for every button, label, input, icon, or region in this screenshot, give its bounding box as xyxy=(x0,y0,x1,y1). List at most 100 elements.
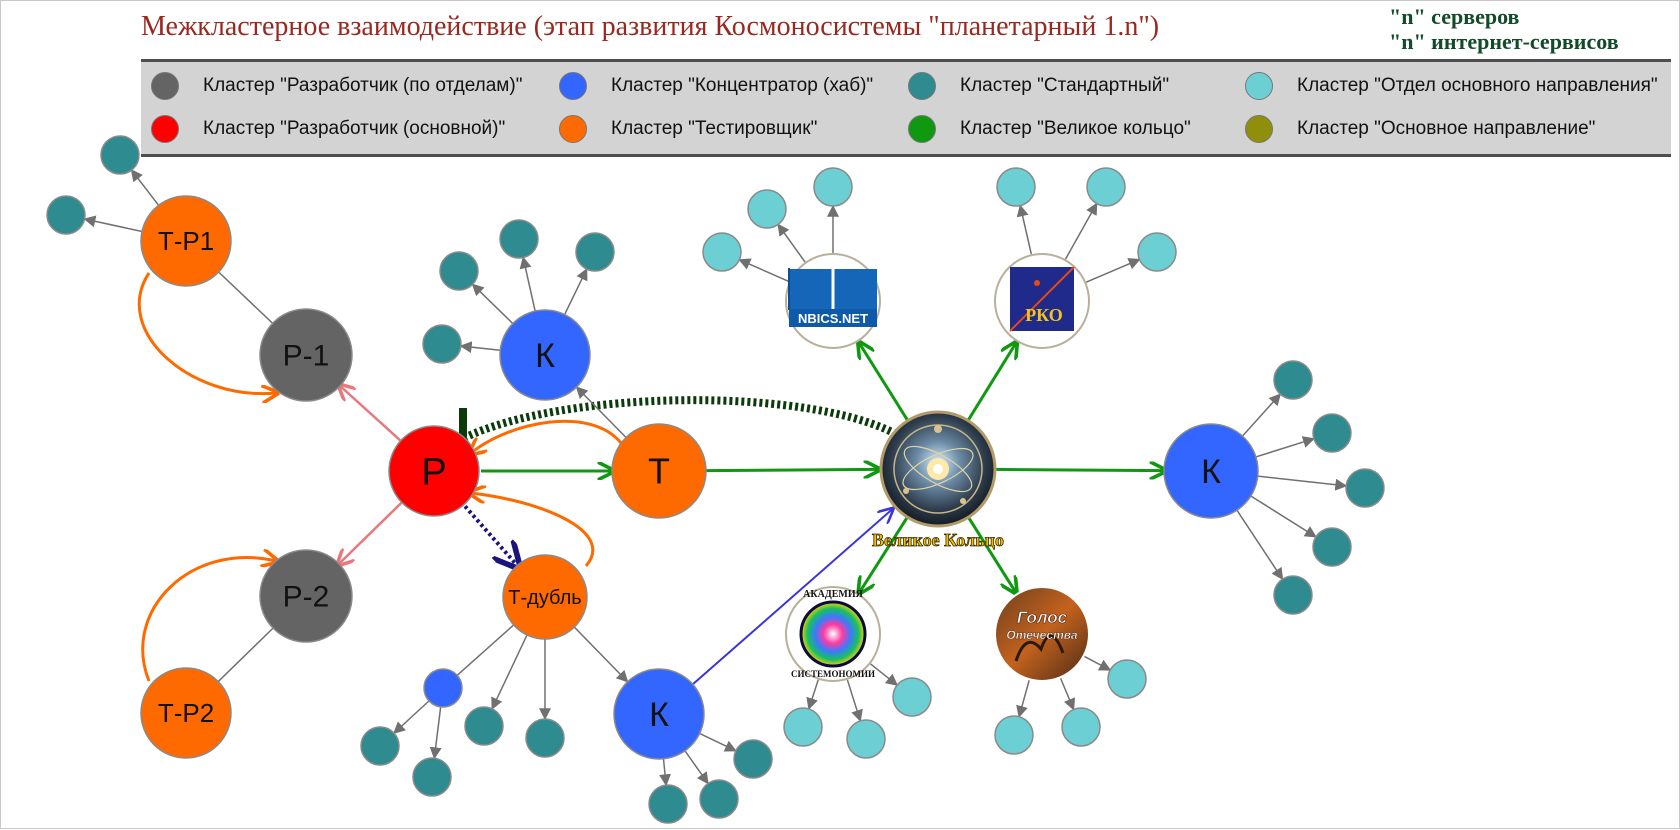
standard-cluster-node[interactable] xyxy=(1345,468,1385,508)
main-direction-dept-node[interactable] xyxy=(846,719,886,759)
tester-node-tp1-label: Т-Р1 xyxy=(158,226,214,256)
standard-cluster-node[interactable] xyxy=(575,232,615,272)
developer-dept-node-p1-label: Р-1 xyxy=(283,340,330,373)
legend-label: Кластер "Тестировщик" xyxy=(611,118,818,139)
tester-node-t-label: Т xyxy=(648,451,670,492)
main-direction-dept-node[interactable] xyxy=(1086,167,1126,207)
edge-p-p2 xyxy=(339,501,403,563)
edge-tp1-std2 xyxy=(83,215,143,233)
edge-kright-std5 xyxy=(1236,509,1284,581)
standard-cluster-node[interactable] xyxy=(412,757,452,797)
edge-kright-std1 xyxy=(1241,393,1282,437)
standard-cluster-node[interactable] xyxy=(422,324,462,364)
standard-cluster-node[interactable] xyxy=(648,784,688,824)
golos-logo-text-2: Отечества xyxy=(1006,628,1077,642)
edge-tdouble-small xyxy=(456,624,515,676)
hub-node-k-right[interactable]: К xyxy=(1163,423,1259,519)
legend-swatch xyxy=(908,115,936,143)
great-ring-node[interactable] xyxy=(879,410,997,528)
golos-logo-text-1: Голос xyxy=(1017,608,1068,627)
rko-logo-text: РКО xyxy=(1025,305,1063,325)
standard-cluster-node[interactable] xyxy=(360,726,400,766)
main-direction-dept-node[interactable] xyxy=(747,189,787,229)
tester-node-t[interactable]: Т xyxy=(611,423,707,519)
servers-count-label: "n" серверов xyxy=(1389,4,1520,29)
edge-p2-tp2 xyxy=(217,627,274,683)
dashed-end-marker xyxy=(459,408,467,438)
academy-logo-text-bottom: СИСТЕМОНОМИИ xyxy=(791,669,875,679)
academy-logo-node[interactable]: АКАДЕМИЯ СИСТЕМОНОМИИ xyxy=(785,586,881,682)
main-direction-dept-node[interactable] xyxy=(996,167,1036,207)
developer-dept-node-p2-label: Р-2 xyxy=(283,581,330,614)
main-direction-dept-node[interactable] xyxy=(994,715,1034,755)
hub-node-k-right-label: К xyxy=(1201,453,1221,491)
hub-node-k-top[interactable]: К xyxy=(499,309,591,401)
standard-cluster-node[interactable] xyxy=(1273,575,1313,615)
standard-cluster-node[interactable] xyxy=(1312,527,1352,567)
golos-logo-node[interactable]: Голос Отечества xyxy=(994,586,1090,682)
standard-cluster-node[interactable] xyxy=(1273,360,1313,400)
standard-cluster-node[interactable] xyxy=(464,706,504,746)
edge-rko-dept1 xyxy=(1016,204,1033,255)
edge-nbics-dept1 xyxy=(777,223,806,263)
edge-kright-std4 xyxy=(1250,495,1317,538)
edge-golos-dept1 xyxy=(1016,680,1030,718)
tester-node-tp2[interactable]: Т-Р2 xyxy=(140,667,232,759)
edge-tp2-p2-loop xyxy=(141,558,276,682)
developer-dept-node-p1[interactable]: Р-1 xyxy=(259,308,353,402)
nbics-logo-node[interactable]: NBICS.NET xyxy=(785,253,881,349)
edge-ring-academy xyxy=(860,516,909,592)
edge-kbottom-std3 xyxy=(659,758,672,787)
main-direction-dept-node[interactable] xyxy=(813,167,853,207)
standard-cluster-node[interactable] xyxy=(100,135,140,175)
tester-node-tp1[interactable]: Т-Р1 xyxy=(140,195,232,287)
standard-cluster-node[interactable] xyxy=(1312,413,1352,453)
academy-logo-text-top: АКАДЕМИЯ xyxy=(803,589,863,600)
tester-node-tdouble[interactable]: Т-дубль xyxy=(502,554,588,640)
standard-cluster-node[interactable] xyxy=(699,779,739,819)
edge-t-ring xyxy=(705,469,878,470)
edge-kright-std2 xyxy=(1255,436,1316,458)
legend-label: Кластер "Разработчик (основной)" xyxy=(203,118,506,139)
standard-cluster-node[interactable] xyxy=(499,219,539,259)
hub-node-k-bottom[interactable]: К xyxy=(613,668,705,760)
edge-small-std2 xyxy=(429,706,442,760)
legend-panel: Кластер "Разработчик (по отделам)" Класт… xyxy=(141,59,1671,157)
hub-node-k-bottom-label: К xyxy=(649,696,669,734)
main-direction-dept-node[interactable] xyxy=(1061,707,1101,747)
legend-swatch xyxy=(151,72,179,100)
legend-swatch xyxy=(908,72,936,100)
standard-cluster-node[interactable] xyxy=(525,718,565,758)
legend-item-great-ring: Кластер "Великое кольцо" xyxy=(908,114,1191,144)
developer-dept-node-p2[interactable]: Р-2 xyxy=(259,549,353,643)
legend-swatch xyxy=(559,115,587,143)
small-hub-node[interactable] xyxy=(423,668,463,708)
rko-logo-node[interactable]: РКО xyxy=(994,253,1090,349)
edge-tp1-std1 xyxy=(130,169,160,206)
hub-node-k-top-label: К xyxy=(535,337,555,375)
edge-kbottom-ring xyxy=(692,509,893,686)
capacity-note: "n" серверов "n" интернет-сервисов xyxy=(1389,4,1619,54)
edge-tdouble-std1 xyxy=(491,634,528,710)
standard-cluster-node[interactable] xyxy=(46,195,86,235)
standard-cluster-node[interactable] xyxy=(439,251,479,291)
edge-rko-dept2 xyxy=(1064,202,1098,260)
edge-tdouble-p-curve xyxy=(471,493,595,567)
main-direction-dept-node[interactable] xyxy=(1137,232,1177,272)
legend-swatch xyxy=(1245,72,1273,100)
developer-main-node-p[interactable]: Р xyxy=(388,425,480,517)
main-direction-dept-node[interactable] xyxy=(702,232,742,272)
main-direction-dept-node[interactable] xyxy=(892,677,932,717)
standard-cluster-node[interactable] xyxy=(733,739,773,779)
edge-kbottom-std1 xyxy=(699,732,737,752)
edge-golos-dept2 xyxy=(1059,677,1076,711)
legend-item-hub: Кластер "Концентратор (хаб)" xyxy=(559,71,873,101)
nbics-logo-text: NBICS.NET xyxy=(798,311,868,326)
edge-tp1-p1-loop xyxy=(137,272,276,394)
main-direction-dept-node[interactable] xyxy=(1107,659,1147,699)
legend-item-main-direction: Кластер "Основное направление" xyxy=(1245,114,1595,144)
main-direction-dept-node[interactable] xyxy=(783,707,823,747)
